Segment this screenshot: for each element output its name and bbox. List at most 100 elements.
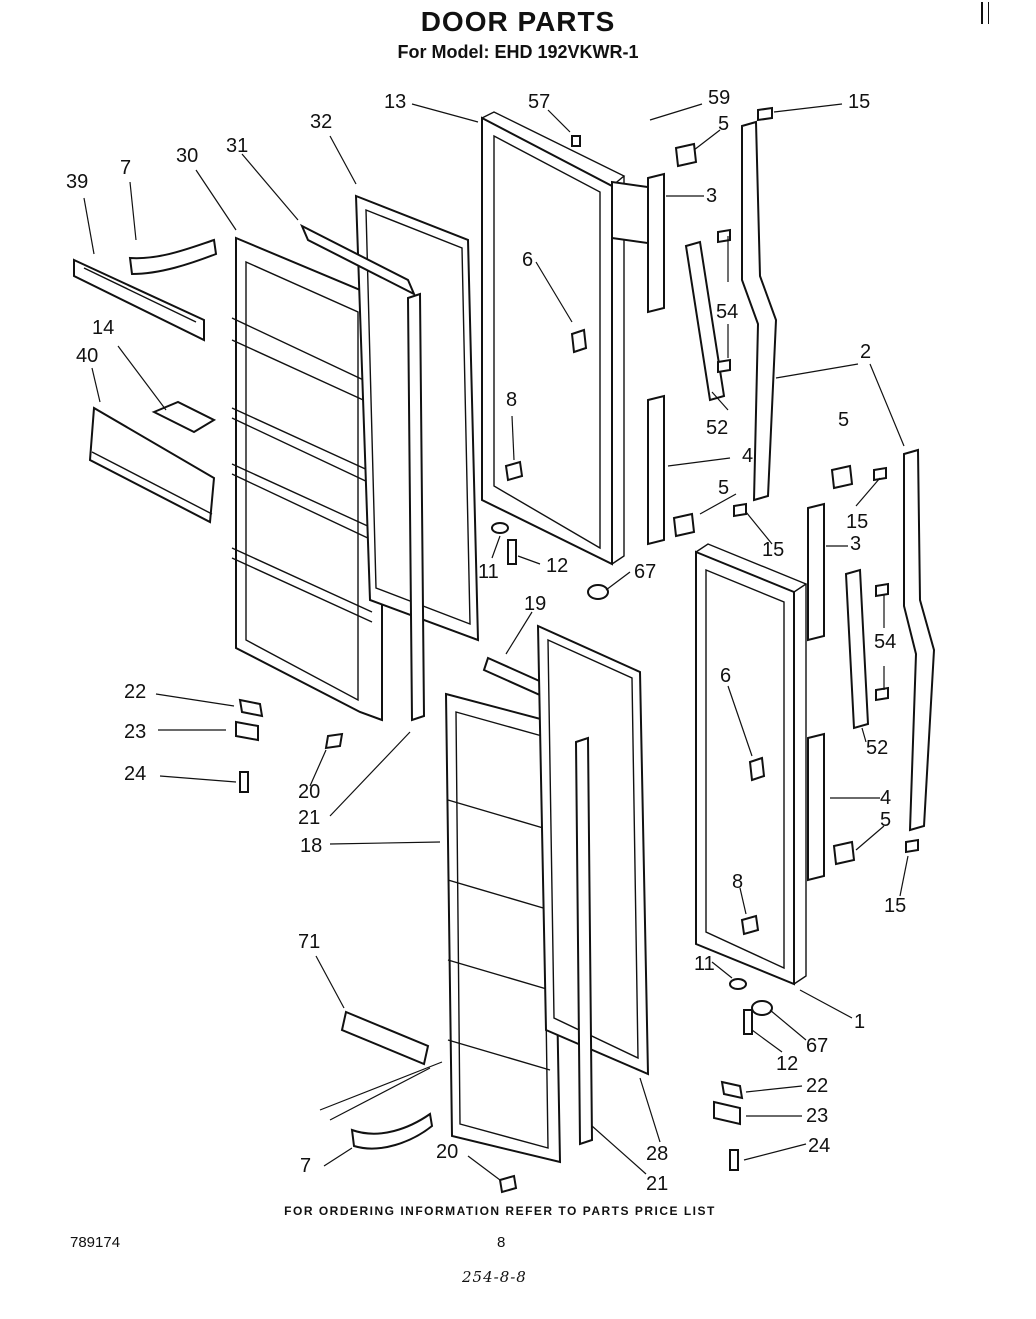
screw-part-15-a bbox=[757, 106, 773, 122]
washer-part-11-lower bbox=[729, 978, 747, 990]
callout-5-c: 5 bbox=[718, 477, 729, 499]
callout-12-a: 12 bbox=[546, 555, 568, 577]
callout-52-a: 52 bbox=[706, 417, 728, 439]
callout-24-b: 24 bbox=[808, 1135, 830, 1157]
screw-part-24-left bbox=[239, 771, 249, 793]
callout-30: 30 bbox=[176, 145, 198, 167]
callout-12-b: 12 bbox=[776, 1053, 798, 1075]
callout-67-b: 67 bbox=[806, 1035, 828, 1057]
bracket-part-6-lower bbox=[748, 756, 766, 782]
callout-57: 57 bbox=[528, 91, 550, 113]
callout-8-a: 8 bbox=[506, 389, 517, 411]
hinge-part-52-upper bbox=[684, 240, 726, 402]
callout-15-d: 15 bbox=[884, 895, 906, 917]
callout-20-b: 20 bbox=[436, 1141, 458, 1163]
label-part-59 bbox=[611, 180, 653, 245]
callout-31: 31 bbox=[226, 135, 248, 157]
callout-5-a: 5 bbox=[718, 113, 729, 135]
shelf-part-39 bbox=[73, 258, 205, 342]
callout-40: 40 bbox=[76, 345, 98, 367]
screw-part-15-b bbox=[733, 502, 747, 518]
cap-part-5-upper bbox=[674, 142, 698, 168]
screw-part-54-a bbox=[717, 228, 731, 244]
callout-20-a: 20 bbox=[298, 781, 320, 803]
bin-part-14 bbox=[151, 400, 217, 434]
callout-3-a: 3 bbox=[706, 185, 717, 207]
callout-8-b: 8 bbox=[732, 871, 743, 893]
callout-1: 1 bbox=[854, 1011, 865, 1033]
callout-21-a: 21 bbox=[298, 807, 320, 829]
callout-6-a: 6 bbox=[522, 249, 533, 271]
callout-14: 14 bbox=[92, 317, 114, 339]
handle-bracket-part-7-lower bbox=[350, 1112, 434, 1150]
screw-part-24-right bbox=[729, 1149, 739, 1171]
cap-part-5-right-top bbox=[830, 464, 854, 490]
callout-15-b: 15 bbox=[846, 511, 868, 533]
callout-18: 18 bbox=[300, 835, 322, 857]
cap-part-5-mid bbox=[672, 512, 696, 538]
callout-59: 59 bbox=[708, 87, 730, 109]
cap-part-67-upper bbox=[587, 584, 609, 600]
screw-part-15-c bbox=[873, 466, 887, 482]
fresh-food-door-outer-part-1 bbox=[695, 543, 808, 986]
callout-7-a: 7 bbox=[120, 157, 131, 179]
screw-part-54-c bbox=[875, 582, 889, 598]
screw-part-12-upper bbox=[507, 539, 517, 565]
freezer-door-liner-part-30 bbox=[231, 236, 383, 722]
callout-11-a: 11 bbox=[478, 561, 499, 583]
shelf-part-40 bbox=[88, 406, 216, 524]
page-number: 8 bbox=[497, 1234, 506, 1251]
screw-part-15-d bbox=[905, 838, 919, 854]
callout-6-b: 6 bbox=[720, 665, 731, 687]
hinge-cover-part-4-upper bbox=[647, 394, 665, 546]
screw-part-54-d bbox=[875, 686, 889, 702]
callout-67-a: 67 bbox=[634, 561, 656, 583]
washer-part-11-upper bbox=[491, 522, 509, 534]
callout-3-b: 3 bbox=[850, 533, 861, 555]
handwritten-note: 254-8-8 bbox=[462, 1268, 527, 1286]
callout-52-b: 52 bbox=[866, 737, 888, 759]
screw-part-54-b bbox=[717, 358, 731, 374]
callout-22-b: 22 bbox=[806, 1075, 828, 1097]
cap-part-5-right-low bbox=[832, 840, 856, 866]
callout-5-b: 5 bbox=[838, 409, 849, 431]
scan-edge-mark bbox=[981, 2, 989, 24]
callout-23-b: 23 bbox=[806, 1105, 828, 1127]
callout-7-b: 7 bbox=[300, 1155, 311, 1177]
clip-part-8-upper bbox=[504, 460, 524, 482]
hinge-part-23-left bbox=[235, 720, 259, 742]
stop-part-20-lower bbox=[498, 1174, 518, 1194]
hinge-part-23-right bbox=[713, 1100, 741, 1126]
callout-23-a: 23 bbox=[124, 721, 146, 743]
hinge-cover-part-3-upper bbox=[647, 172, 665, 314]
callout-28: 28 bbox=[646, 1143, 668, 1165]
document-number: 789174 bbox=[70, 1234, 121, 1251]
strip-part-21-upper bbox=[406, 292, 426, 722]
callout-15-a: 15 bbox=[848, 91, 870, 113]
callout-labels: 13 57 59 15 32 5 30 31 39 7 3 6 54 14 40… bbox=[66, 87, 906, 1195]
freezer-door-outer-part-13 bbox=[481, 111, 626, 566]
strip-part-21-lower bbox=[574, 736, 594, 1146]
cap-part-67-lower bbox=[751, 1000, 773, 1016]
callout-54-a: 54 bbox=[716, 301, 738, 323]
breaker-strip-part-31 bbox=[299, 223, 417, 297]
diagram-title: DOOR PARTS bbox=[420, 6, 616, 37]
screw-part-12-lower bbox=[743, 1009, 753, 1035]
callout-11-b: 11 bbox=[694, 953, 715, 975]
bracket-part-6-upper bbox=[570, 328, 588, 354]
hinge-cover-part-3-lower bbox=[807, 502, 825, 642]
callout-54-b: 54 bbox=[874, 631, 896, 653]
callout-5-d: 5 bbox=[880, 809, 891, 831]
ordering-info-note: FOR ORDERING INFORMATION REFER TO PARTS … bbox=[284, 1204, 716, 1218]
hinge-part-22-right bbox=[720, 1080, 744, 1100]
fresh-food-door-liner-part-18 bbox=[444, 692, 562, 1164]
hinge-part-22-left bbox=[238, 698, 264, 718]
callout-13: 13 bbox=[384, 91, 406, 113]
hinge-cover-part-4-lower bbox=[807, 732, 825, 882]
hinge-part-52-lower bbox=[844, 568, 870, 730]
callout-24-a: 24 bbox=[124, 763, 146, 785]
model-line: For Model: EHD 192VKWR-1 bbox=[397, 42, 639, 62]
callout-4-a: 4 bbox=[742, 445, 753, 467]
plug-part-57 bbox=[571, 135, 581, 147]
